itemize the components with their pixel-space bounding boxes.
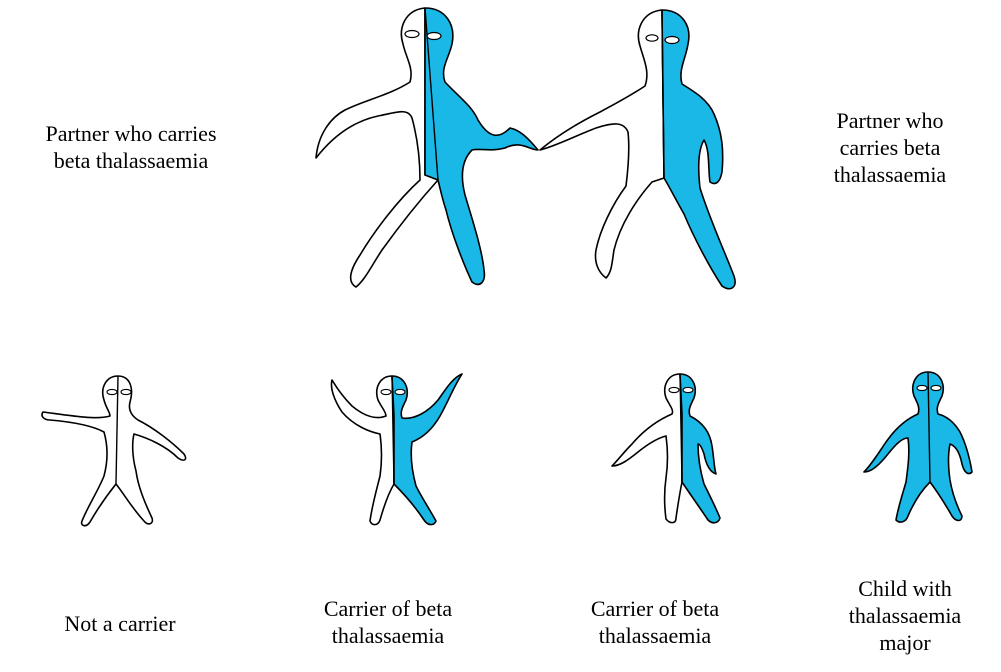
left-parent-white-half [316,8,438,287]
right-parent-white-half [540,10,664,278]
child-figure-carrier-2 [612,374,720,523]
child-figure-carrier-1 [331,374,462,525]
child-1-right-eye [121,389,131,394]
child-1-left-eye [107,389,117,394]
child-figure-thalassaemia-major [864,372,972,522]
child-4-body [864,372,972,522]
child-4-left-eye [917,385,927,390]
child-2-blue-half [392,374,462,525]
child-figure-not-carrier [42,376,186,526]
right-parent-left-eye [646,35,658,41]
left-parent-figure [316,8,538,287]
child-3-left-eye [669,387,679,392]
left-parent-left-eye [405,31,419,38]
child-2-left-eye [381,389,391,394]
left-parent-blue-half [425,8,538,284]
left-parent-right-eye [427,33,441,40]
child-3-right-eye [683,387,693,392]
child-3-blue-half [680,374,720,523]
right-parent-figure [540,10,735,289]
child-2-right-eye [395,389,405,394]
right-parent-blue-half [662,10,735,289]
right-parent-right-eye [665,37,679,44]
child-1-body [42,376,186,526]
child-4-right-eye [931,385,941,390]
child-2-white-half [331,376,394,525]
child-3-white-half [612,374,682,523]
